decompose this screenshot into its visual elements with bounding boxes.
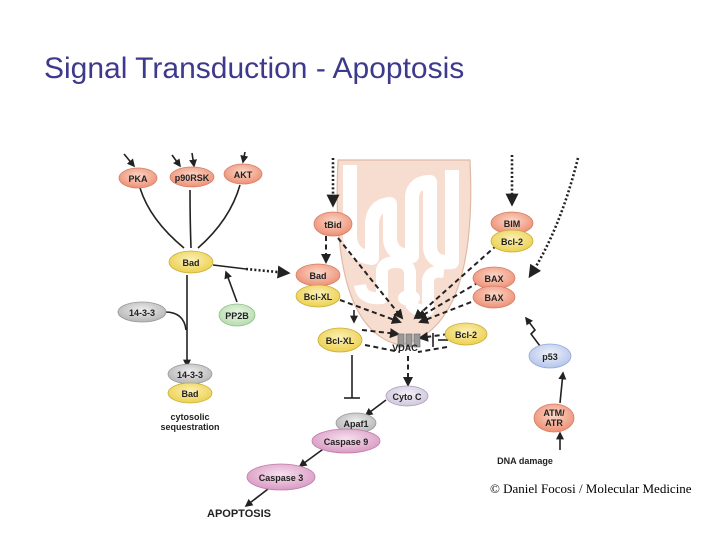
node-14-3-3-seq: 14-3-3: [167, 363, 213, 385]
node-bad-top: Bad: [168, 250, 214, 274]
node-bax-bottom: BAX: [472, 285, 516, 309]
svg-text:Bcl-XL: Bcl-XL: [304, 292, 333, 302]
svg-text:PP2B: PP2B: [225, 311, 249, 321]
cytosolic-label-line1: cytosolic: [170, 412, 209, 422]
node-caspase-3: Caspase 3: [246, 463, 316, 491]
node-14-3-3-left: 14-3-3: [117, 301, 167, 323]
svg-text:Bcl-2: Bcl-2: [455, 330, 477, 340]
svg-text:Cyto C: Cyto C: [393, 392, 423, 402]
svg-text:BAX: BAX: [484, 293, 503, 303]
svg-text:Apaf1: Apaf1: [343, 419, 368, 429]
node-p53: p53: [528, 343, 572, 369]
mitochondrion: [336, 159, 472, 346]
slide-title: Signal Transduction - Apoptosis: [44, 52, 465, 85]
node-tbid: tBid: [313, 211, 353, 237]
node-bcl2-lower: Bcl-2: [444, 322, 488, 346]
svg-text:14-3-3: 14-3-3: [129, 308, 155, 318]
node-pka: PKA: [118, 167, 158, 189]
credit-text: © Daniel Focosi / Molecular Medicine: [490, 481, 692, 496]
node-bad-seq: Bad: [167, 382, 213, 404]
svg-text:p90RSK: p90RSK: [175, 173, 210, 183]
node-pp2b: PP2B: [218, 303, 256, 327]
vdac-label: VDAC: [392, 343, 418, 353]
node-bad-mito: Bad: [295, 263, 341, 287]
svg-text:Bcl-2: Bcl-2: [501, 237, 523, 247]
node-atm-atr: ATM/ ATR: [533, 403, 575, 433]
node-bim: BIM: [490, 211, 534, 235]
node-p90rsk: p90RSK: [169, 166, 215, 188]
node-bcl2-bim: Bcl-2: [490, 229, 534, 253]
svg-text:Bcl-XL: Bcl-XL: [326, 336, 355, 346]
svg-text:Bad: Bad: [181, 389, 198, 399]
svg-text:Caspase 9: Caspase 9: [324, 437, 369, 447]
svg-text:AKT: AKT: [234, 170, 253, 180]
svg-text:BAX: BAX: [484, 274, 503, 284]
svg-text:Caspase 3: Caspase 3: [259, 473, 304, 483]
svg-text:p53: p53: [542, 352, 558, 362]
node-cyto-c: Cyto C: [385, 385, 429, 407]
vdac-channel: VDAC: [392, 333, 421, 353]
svg-text:PKA: PKA: [128, 174, 148, 184]
node-caspase-9: Caspase 9: [311, 428, 381, 454]
svg-text:BIM: BIM: [504, 219, 521, 229]
apoptosis-label: APOPTOSIS: [207, 508, 271, 520]
connectors: [123, 151, 580, 507]
node-bclxl-lower: Bcl-XL: [317, 327, 363, 353]
svg-text:ATM/: ATM/: [543, 408, 565, 418]
node-bclxl-mito: Bcl-XL: [295, 284, 341, 308]
svg-text:ATR: ATR: [545, 418, 563, 428]
dna-damage-label: DNA damage: [497, 456, 553, 466]
node-akt: AKT: [223, 163, 263, 185]
svg-text:tBid: tBid: [324, 220, 342, 230]
svg-text:Bad: Bad: [182, 258, 199, 268]
cytosolic-label-line2: sequestration: [160, 422, 219, 432]
svg-text:Bad: Bad: [309, 271, 326, 281]
svg-text:14-3-3: 14-3-3: [177, 370, 203, 380]
